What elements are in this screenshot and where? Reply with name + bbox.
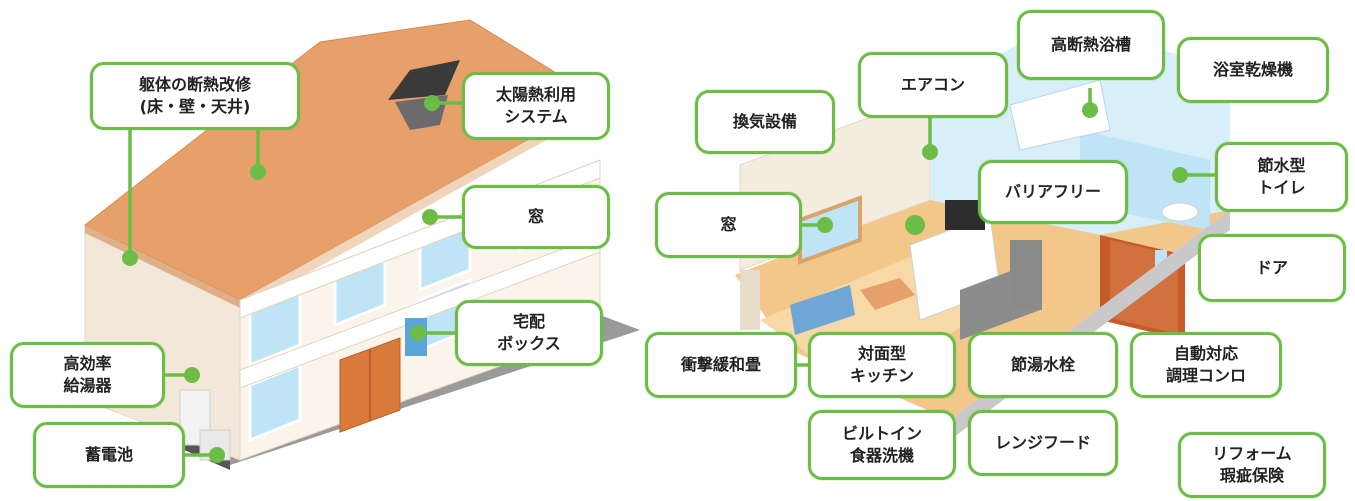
tatami-callout: 衝撃緩和畳 <box>645 332 797 398</box>
dishwasher-callout: ビルトイン 食器洗機 <box>808 410 956 480</box>
bath-dryer-callout: 浴室乾燥機 <box>1177 37 1329 103</box>
door-callout: ドア <box>1198 234 1346 302</box>
range-hood-callout: レンジフード <box>968 410 1118 476</box>
leader-dots <box>122 95 1188 463</box>
bathtub-callout: 高断熱浴槽 <box>1017 10 1165 80</box>
barrier-free-callout: バリアフリー <box>978 160 1128 224</box>
battery-callout: 蓄電池 <box>33 422 185 488</box>
window-right-callout: 窓 <box>655 192 802 258</box>
insulation-callout: 躯体の断熱改修 (床・壁・天井) <box>90 62 300 130</box>
insurance-callout: リフォーム 瑕疵保険 <box>1178 432 1326 498</box>
toilet-callout: 節水型 トイレ <box>1215 142 1348 212</box>
faucet-callout: 節湯水栓 <box>968 332 1118 398</box>
kitchen-callout: 対面型 キッチン <box>808 332 956 398</box>
window-left-callout: 窓 <box>462 185 610 249</box>
delivery-box-callout: 宅配 ボックス <box>455 300 603 366</box>
stove-callout: 自動対応 調理コンロ <box>1130 332 1282 398</box>
aircon-callout: エアコン <box>858 52 1008 118</box>
solar-callout: 太陽熱利用 システム <box>462 72 610 140</box>
water-heater-callout: 高効率 給湯器 <box>10 342 165 408</box>
ventilation-callout: 換気設備 <box>695 90 835 154</box>
